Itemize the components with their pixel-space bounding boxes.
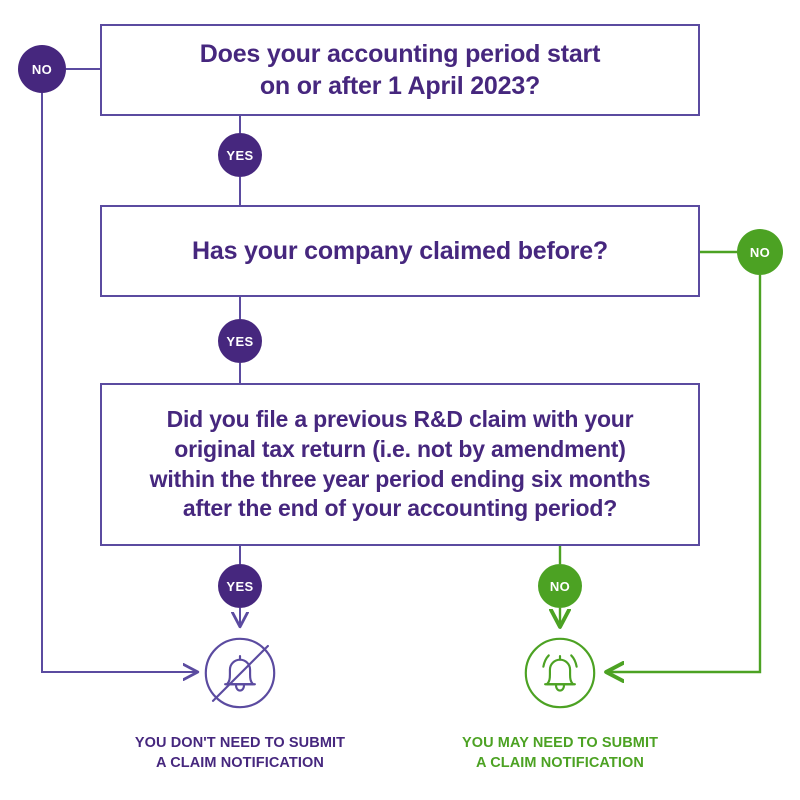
outcome-may-need-notification: YOU MAY NEED TO SUBMIT A CLAIM NOTIFICAT… [440,628,680,773]
bell-slash-icon [204,637,276,709]
bell-ringing-icon [524,637,596,709]
question-text: Did you file a previous R&D claim with y… [149,405,651,522]
question-text: Has your company claimed before? [192,236,608,265]
question-box-accounting-period[interactable]: Does your accounting period start on or … [100,24,700,116]
branch-label-q2-yes[interactable]: YES [218,319,262,363]
question-box-previous-claim-filing[interactable]: Did you file a previous R&D claim with y… [100,383,700,546]
outcome-no-notification: YOU DON'T NEED TO SUBMIT A CLAIM NOTIFIC… [120,628,360,773]
line-no-right-to-outcome [607,275,762,672]
branch-label-q1-no[interactable]: NO [18,45,66,93]
branch-label-q3-no[interactable]: NO [538,564,582,608]
line-no-left-to-outcome [41,93,197,672]
branch-label-q2-no[interactable]: NO [737,229,783,275]
branch-label-q1-yes[interactable]: YES [218,133,262,177]
question-text: Does your accounting period start on or … [199,39,601,101]
outcome-label: YOU DON'T NEED TO SUBMIT A CLAIM NOTIFIC… [134,735,346,771]
outcome-label: YOU MAY NEED TO SUBMIT A CLAIM NOTIFICAT… [461,735,659,771]
question-box-claimed-before[interactable]: Has your company claimed before? [100,205,700,297]
branch-label-q3-yes[interactable]: YES [218,564,262,608]
